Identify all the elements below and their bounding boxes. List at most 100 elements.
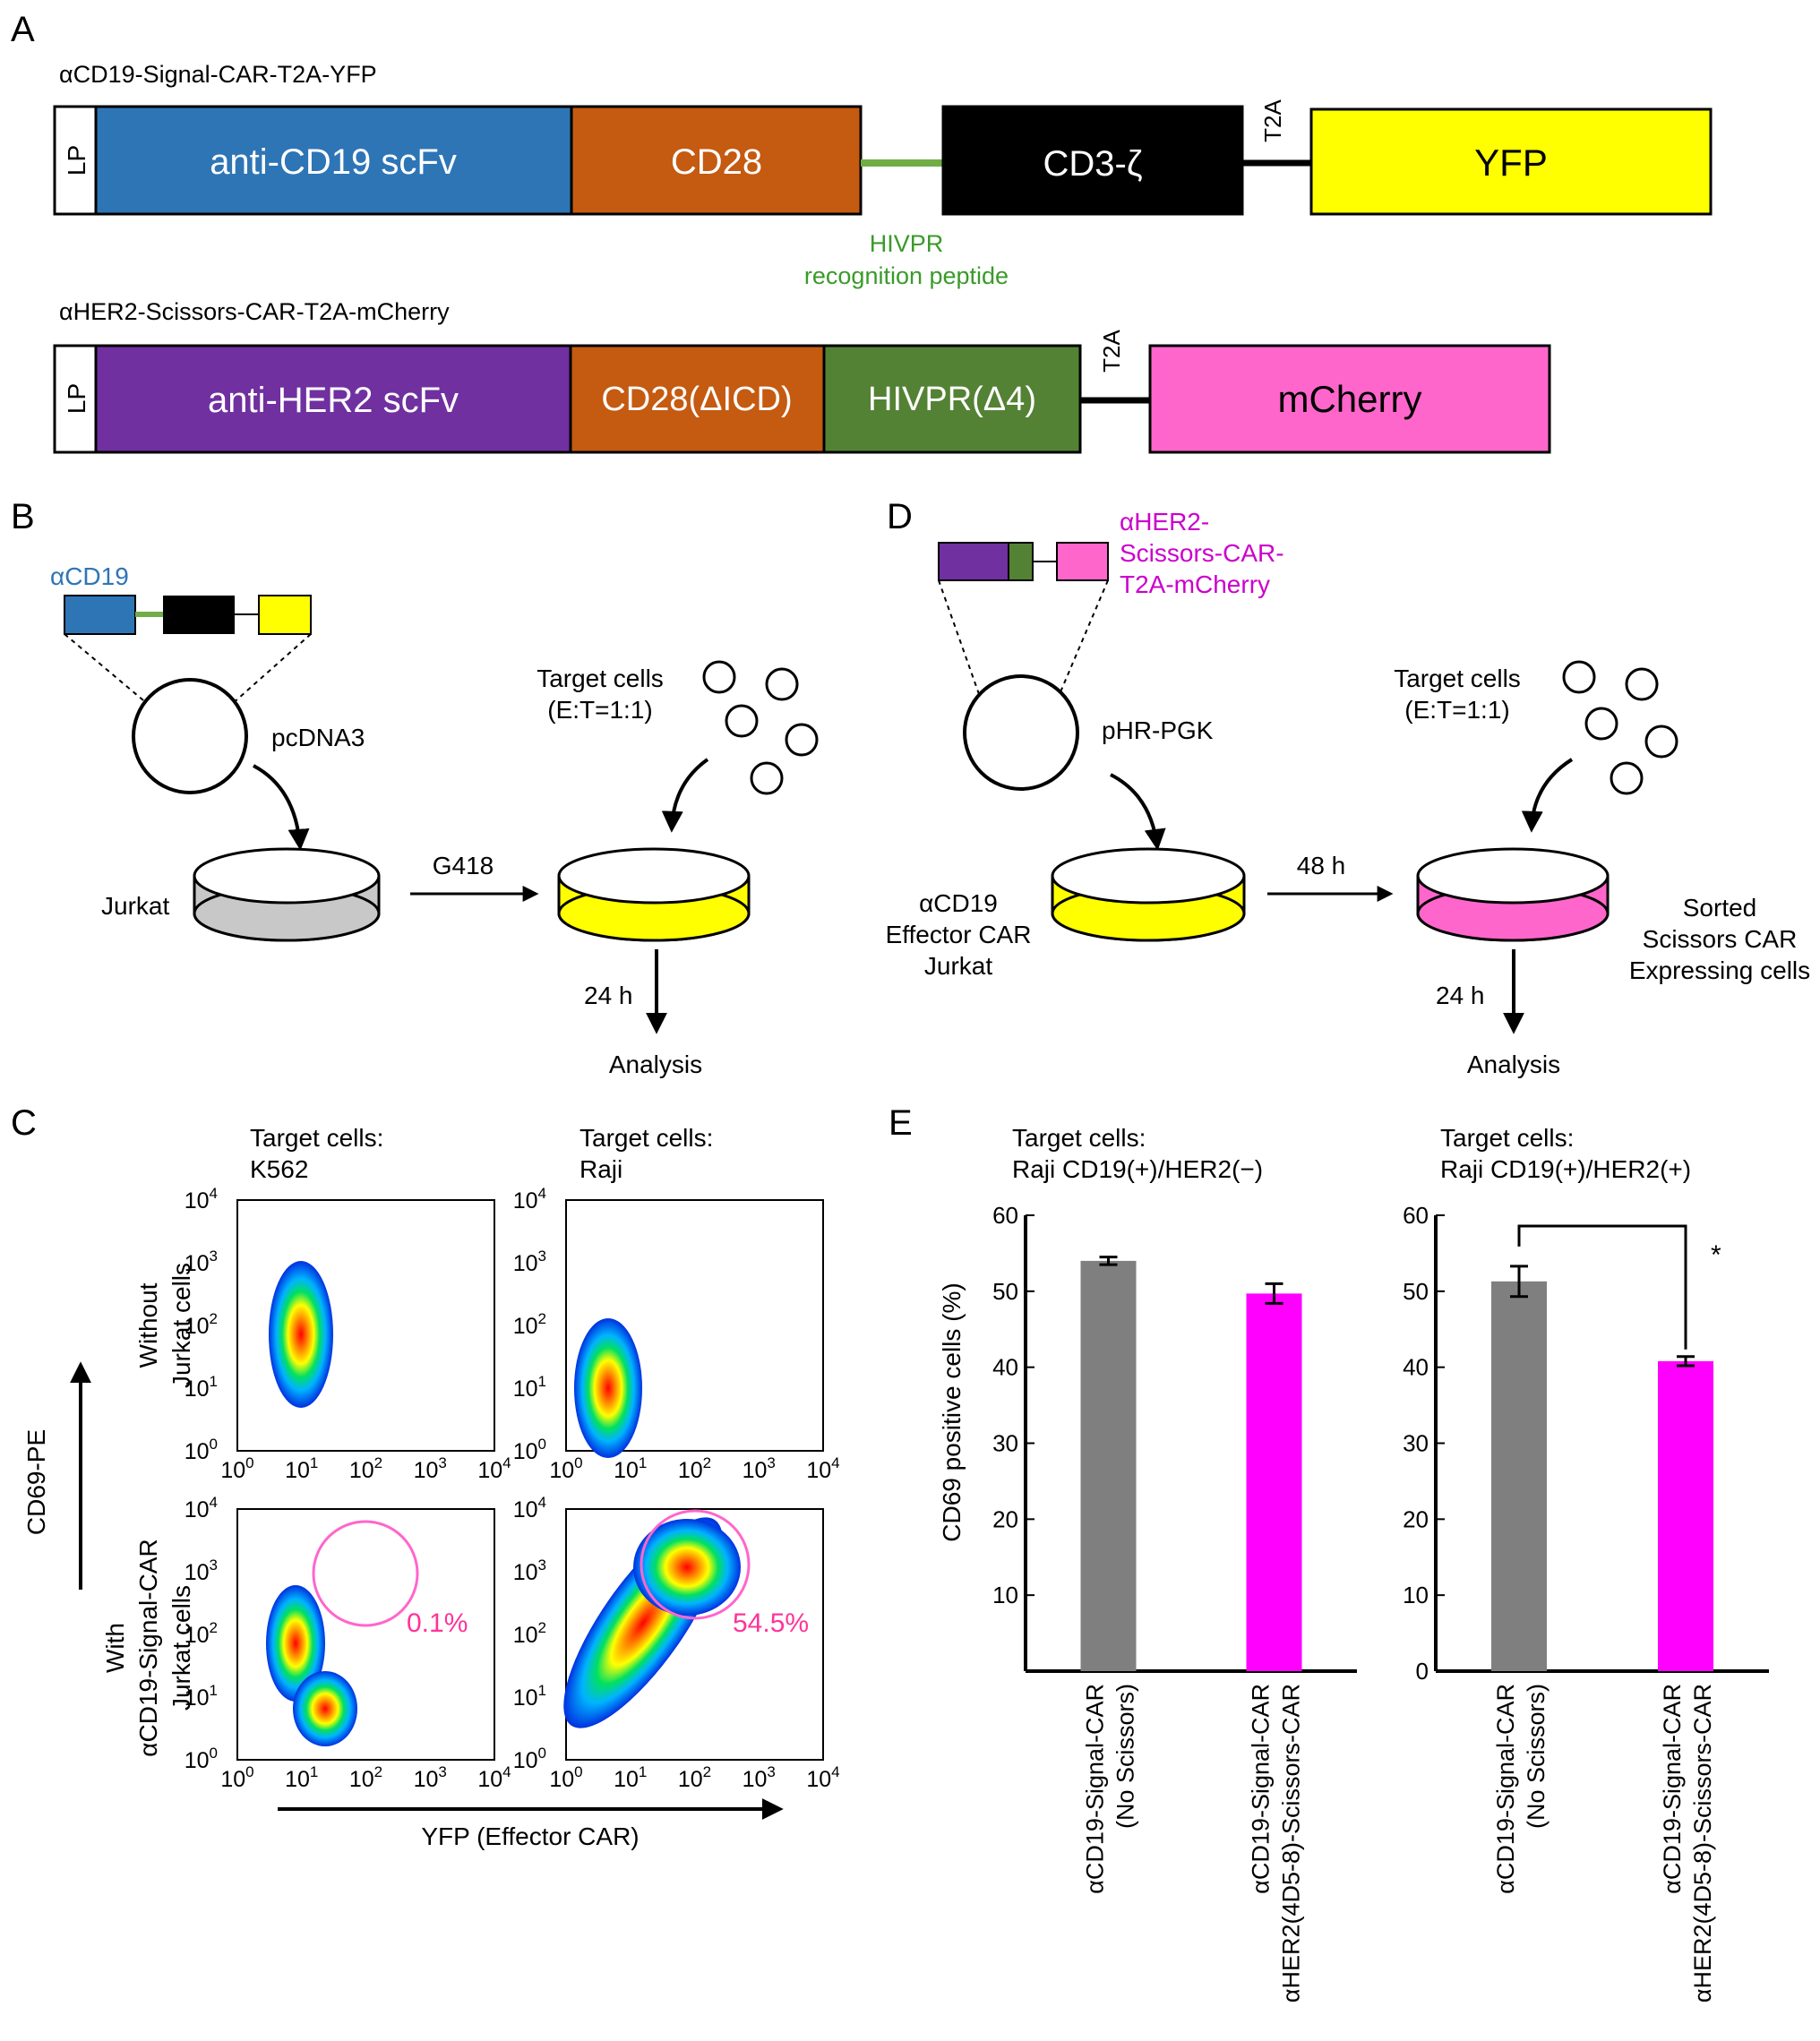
flow-x-tick-label: 101 xyxy=(614,1454,647,1483)
flow-plot-k562-with: 0.1% xyxy=(236,1508,495,1761)
cd28-label-1: CD28 xyxy=(671,142,762,182)
b-mini-construct xyxy=(64,595,312,635)
y-tick-label: 60 xyxy=(1403,1202,1429,1229)
flow-x-tick-label: 102 xyxy=(349,1763,382,1792)
d-plasmid-circle xyxy=(963,674,1079,791)
d-time1-label: 48 h xyxy=(1297,852,1346,879)
c-col1-line2: K562 xyxy=(250,1155,308,1183)
x-tick-label: αCD19-Signal-CAR xyxy=(1248,1684,1275,1894)
b-target-line2: (E:T=1:1) xyxy=(547,696,652,724)
lp-label-2: LP xyxy=(63,383,90,414)
bar xyxy=(1658,1360,1713,1671)
construct2-title: αHER2-Scissors-CAR-T2A-mCherry xyxy=(59,298,450,325)
yfp-domain xyxy=(1309,107,1713,216)
d-effector-line3: Jurkat xyxy=(924,952,992,980)
flow-x-tick-label: 100 xyxy=(220,1763,253,1792)
significance-bracket xyxy=(1517,1224,1687,1350)
mcherry-label: mCherry xyxy=(1277,378,1421,420)
d-plasmid-line1: αHER2- xyxy=(1120,508,1209,536)
flow-x-tick-label: 102 xyxy=(349,1454,382,1483)
b-insert-dash-right xyxy=(230,633,312,706)
flow-x-tick-label: 104 xyxy=(477,1763,511,1792)
c-col2-line1: Target cells: xyxy=(579,1124,713,1152)
flow-y-tick-label: 102 xyxy=(185,1619,218,1648)
d-plasmid-line3: T2A-mCherry xyxy=(1120,570,1270,598)
flow-x-tick-label: 102 xyxy=(678,1763,711,1792)
flow-y-tick-label: 100 xyxy=(513,1436,546,1464)
flow-x-tick-label: 101 xyxy=(285,1454,318,1483)
mcherry-domain xyxy=(1148,344,1551,454)
x-tick-label: αHER2(4D5-8)-Scissors-CAR xyxy=(1278,1684,1305,2002)
gate-raji xyxy=(640,1509,751,1620)
flow-x-tick-label: 102 xyxy=(678,1454,711,1483)
y-tick-label: 30 xyxy=(992,1430,1018,1457)
b-insert-dash-left xyxy=(64,633,150,706)
b-cell-label: Jurkat xyxy=(101,892,169,920)
flow-y-tick-label: 101 xyxy=(185,1682,218,1711)
flow-x-tick-label: 103 xyxy=(743,1454,776,1483)
c-row2-line2: αCD19-Signal-CAR xyxy=(134,1539,162,1756)
hivpr-note-line2: recognition peptide xyxy=(804,262,1009,289)
x-tick-label: αHER2(4D5-8)-Scissors-CAR xyxy=(1689,1684,1716,2002)
c-row2-line1: With xyxy=(101,1623,129,1673)
error-bar xyxy=(1677,1355,1695,1368)
c-col2-line2: Raji xyxy=(579,1155,622,1183)
t2a-label-2: T2A xyxy=(1098,330,1125,373)
flow-y-tick-label: 104 xyxy=(513,1494,546,1522)
y-tick-label: 0 xyxy=(1416,1658,1429,1685)
x-tick-label: αCD19-Signal-CAR xyxy=(1659,1684,1686,1894)
flow-y-tick-label: 103 xyxy=(185,1248,218,1276)
flow-y-tick-label: 102 xyxy=(513,1310,546,1339)
significance-mark: * xyxy=(1711,1240,1721,1270)
e-y-axis-label: CD69 positive cells (%) xyxy=(938,1282,966,1541)
flow-plot-raji-without xyxy=(565,1199,824,1458)
flow-x-tick-label: 104 xyxy=(806,1763,839,1792)
e-left-title-line1: Target cells: xyxy=(1012,1124,1146,1152)
x-tick-label: αCD19-Signal-CAR xyxy=(1492,1684,1519,1894)
construct1-title: αCD19-Signal-CAR-T2A-YFP xyxy=(59,61,377,88)
flow-y-tick-label: 101 xyxy=(513,1682,546,1711)
cd28-dicd-domain xyxy=(569,344,826,454)
d-analysis-label: Analysis xyxy=(1467,1051,1560,1078)
d-effector-line1: αCD19 xyxy=(919,889,998,917)
flow-x-tick-label: 101 xyxy=(614,1763,647,1792)
t2a-label-1: T2A xyxy=(1259,99,1286,142)
d-vector-label: pHR-PGK xyxy=(1102,716,1214,744)
flow-y-tick-label: 103 xyxy=(513,1556,546,1585)
d-effector-line2: Effector CAR xyxy=(886,921,1032,948)
x-tick-label: (No Scissors) xyxy=(1112,1684,1139,1829)
b-vector-label: pcDNA3 xyxy=(271,724,365,751)
b-plasmid-circle xyxy=(132,678,248,794)
gate-raji-percent: 54.5% xyxy=(733,1608,809,1638)
hivpr-d4-domain xyxy=(822,344,1082,454)
bar xyxy=(1080,1260,1137,1671)
construct2: LP anti-HER2 scFv CD28(ΔICD) HIVPR(Δ4) T… xyxy=(53,330,1551,454)
c-col1-line1: Target cells: xyxy=(250,1124,383,1152)
flow-x-tick-label: 103 xyxy=(414,1454,447,1483)
b-arrow-target-to-dish xyxy=(661,758,709,833)
panel-label-d: D xyxy=(887,497,913,536)
flow-y-tick-label: 102 xyxy=(513,1619,546,1648)
panel-label-c: C xyxy=(11,1103,37,1143)
d-time2-label: 24 h xyxy=(1436,982,1485,1009)
b-target-cells xyxy=(702,660,819,795)
cd28-dicd-label: CD28(ΔICD) xyxy=(601,381,792,418)
flow-x-tick-label: 103 xyxy=(414,1763,447,1792)
flow-y-tick-label: 100 xyxy=(185,1745,218,1773)
y-tick-label: 10 xyxy=(1403,1582,1429,1608)
b-analysis-label: Analysis xyxy=(609,1051,702,1078)
yfp-label: YFP xyxy=(1474,141,1548,184)
flow-y-tick-label: 101 xyxy=(185,1373,218,1402)
y-tick-label: 30 xyxy=(1403,1430,1429,1457)
anti-her2-scfv-domain xyxy=(94,344,572,454)
d-insert-dash-left xyxy=(938,579,980,695)
flow-y-tick-label: 101 xyxy=(513,1373,546,1402)
y-tick-label: 50 xyxy=(992,1278,1018,1305)
flow-y-tick-label: 103 xyxy=(185,1556,218,1585)
hivpr-d4-label: HIVPR(Δ4) xyxy=(868,381,1036,418)
b-arrow-plasmid-to-dish xyxy=(253,764,310,851)
x-tick-label: (No Scissors) xyxy=(1523,1684,1550,1829)
b-plasmid-label: αCD19 xyxy=(50,562,129,590)
flow-x-tick-label: 100 xyxy=(549,1454,582,1483)
